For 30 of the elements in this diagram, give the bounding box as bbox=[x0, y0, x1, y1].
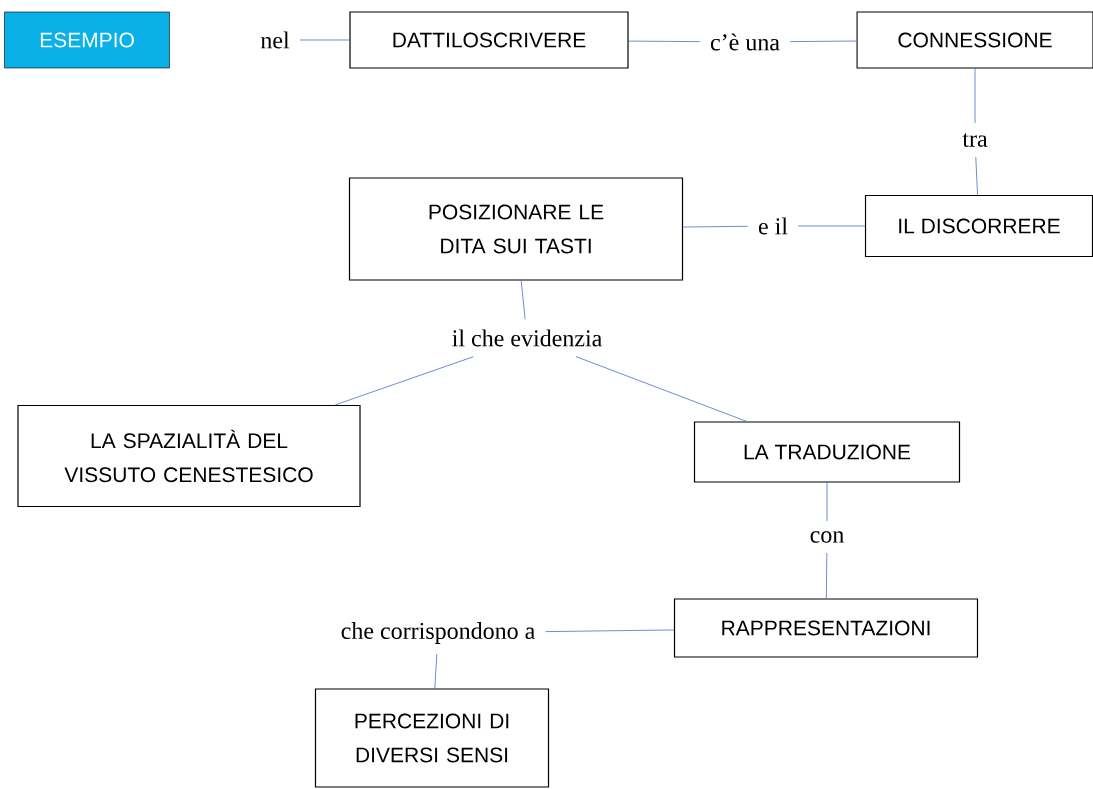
concept-box: POSIZIONARE LE DITA SUI TASTI bbox=[348, 177, 684, 281]
connector-line bbox=[299, 39, 350, 41]
connector-line bbox=[520, 280, 526, 320]
connector-line bbox=[334, 356, 474, 406]
linking-phrase: con bbox=[810, 531, 844, 543]
example-tag: ESEMPIO bbox=[4, 11, 170, 69]
connector-line bbox=[975, 156, 978, 196]
connector-line bbox=[826, 482, 828, 522]
connector-line bbox=[825, 552, 828, 599]
connector-line bbox=[545, 629, 675, 632]
connector-line bbox=[628, 40, 701, 43]
connector-line bbox=[575, 356, 747, 422]
connector-line bbox=[434, 653, 438, 689]
linking-phrase: tra bbox=[962, 133, 988, 147]
concept-box: RAPPRESENTAZIONI bbox=[673, 598, 979, 658]
connector-line bbox=[797, 225, 866, 227]
connector-line bbox=[682, 225, 749, 228]
connector-line bbox=[789, 40, 857, 42]
concept-box: IL DISCORRERE bbox=[864, 194, 1093, 258]
concept-box: PERCEZIONI DI DIVERSI SENSI bbox=[314, 688, 550, 788]
linking-phrase: c’è una bbox=[710, 33, 780, 51]
linking-phrase: il che evidenzia bbox=[452, 329, 602, 347]
concept-box: LA SPAZIALITÀ DEL VISSUTO CENESTESICO bbox=[17, 404, 361, 508]
linking-phrase: nel bbox=[260, 31, 290, 49]
concept-box: LA TRADUZIONE bbox=[693, 421, 961, 483]
linking-phrase: e il bbox=[758, 217, 788, 235]
connector-line bbox=[974, 68, 976, 124]
linking-phrase: che corrispondono a bbox=[341, 622, 535, 644]
concept-box: DATTILOSCRIVERE bbox=[349, 11, 629, 69]
concept-box: CONNESSIONE bbox=[856, 11, 1093, 69]
